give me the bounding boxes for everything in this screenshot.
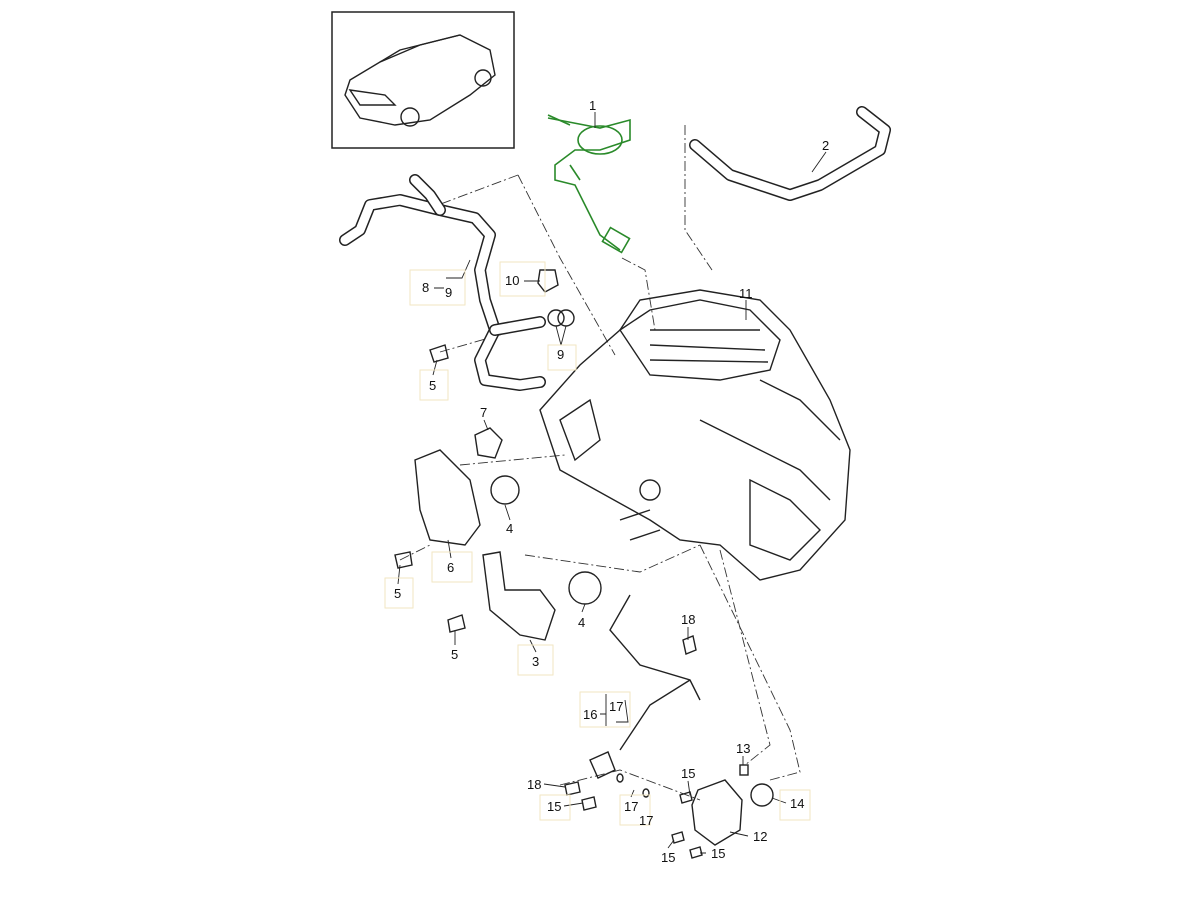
part-2-hose[interactable]: [689, 106, 891, 201]
callout-7[interactable]: 7: [480, 405, 487, 420]
callout-9[interactable]: 9: [557, 347, 564, 362]
callout-15[interactable]: 15: [547, 799, 561, 814]
callout-18[interactable]: 18: [527, 777, 541, 792]
callout-5[interactable]: 5: [394, 586, 401, 601]
callout-14[interactable]: 14: [790, 796, 804, 811]
callout-16[interactable]: 16: [583, 707, 597, 722]
assembly-lines: [399, 125, 801, 801]
callout-10[interactable]: 10: [505, 273, 519, 288]
callout-18[interactable]: 18: [681, 612, 695, 627]
callout-8[interactable]: 8: [422, 280, 429, 295]
callout-12[interactable]: 12: [753, 829, 767, 844]
callout-17[interactable]: 17: [624, 799, 638, 814]
car-thumbnail[interactable]: [331, 11, 515, 149]
callout-9[interactable]: 9: [445, 285, 452, 300]
label-boxes: [384, 261, 811, 826]
callout-11[interactable]: 11: [739, 286, 753, 301]
callout-17[interactable]: 17: [609, 699, 623, 714]
part-8-hose[interactable]: [339, 174, 546, 391]
callout-4[interactable]: 4: [578, 615, 585, 630]
part-1-valve[interactable]: [547, 114, 631, 254]
callout-labels: 1 2 11 10 8 9 9 5 7 4 6 5 4 18 5 3 17 16…: [394, 98, 829, 865]
callout-15[interactable]: 15: [661, 850, 675, 865]
callout-5[interactable]: 5: [451, 647, 458, 662]
part-11-engine[interactable]: [539, 289, 851, 581]
callout-6[interactable]: 6: [447, 560, 454, 575]
leader-lines: [397, 112, 827, 854]
callout-17[interactable]: 17: [639, 813, 653, 828]
callout-13[interactable]: 13: [736, 741, 750, 756]
callout-15[interactable]: 15: [711, 846, 725, 861]
callout-3[interactable]: 3: [532, 654, 539, 669]
callout-2[interactable]: 2: [822, 138, 829, 153]
callout-15[interactable]: 15: [681, 766, 695, 781]
callout-4[interactable]: 4: [506, 521, 513, 536]
callout-5[interactable]: 5: [429, 378, 436, 393]
callout-1[interactable]: 1: [589, 98, 596, 113]
